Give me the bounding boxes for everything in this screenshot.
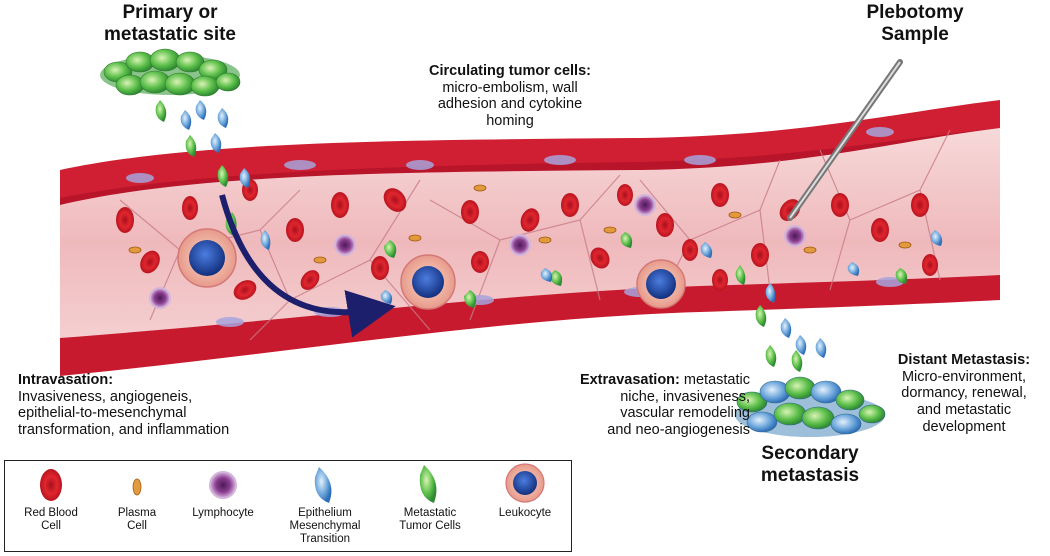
primary-site-label: Primary or metastatic site <box>103 2 236 45</box>
red-blood-cells <box>116 179 938 300</box>
ctc-annotation: Circulating tumor cells: micro-embolism,… <box>429 63 591 130</box>
legend-item-lymphocyte: Lymphocyte <box>181 461 265 553</box>
primary-site-cluster <box>100 48 241 97</box>
intravasation-arrow <box>219 194 396 338</box>
shed-tumor-cells <box>155 100 251 188</box>
intravasation-annotation: Intravasation: Invasiveness, angiogeneis… <box>18 372 230 439</box>
metastatic-tumor-cell-icon <box>419 465 437 503</box>
legend-item-metastatic-tumor-cells: Metastatic Tumor Cells <box>385 461 475 553</box>
extravasating-cells <box>755 305 827 372</box>
legend: Red Blood Cell Plasma Cell Lymphocyte Ep… <box>4 460 572 552</box>
secondary-metastasis-cluster <box>735 376 886 437</box>
phlebotomy-needle <box>787 59 903 221</box>
plebotomy-label: Plebotomy Sample <box>866 2 964 45</box>
legend-item-emt: Epithelium Mesenchymal Transition <box>275 461 375 553</box>
vessel-top-wall <box>60 100 1000 198</box>
leukocytes <box>177 228 686 310</box>
legend-item-red-blood-cell: Red Blood Cell <box>7 461 95 553</box>
vessel-bottom-wall <box>60 275 1000 376</box>
lymphocytes <box>149 194 806 309</box>
distant-metastasis-annotation: Distant Metastasis: Micro-environment, d… <box>897 352 1031 435</box>
plasma-cell-icon <box>132 478 142 496</box>
leukocyte-icon <box>505 463 545 503</box>
extravasation-annotation: Extravasation: metastatic niche, invasiv… <box>579 372 750 439</box>
secondary-metastasis-label: Secondary metastasis <box>760 443 860 486</box>
lymphocyte-icon <box>209 471 237 499</box>
red-blood-cell-icon <box>40 469 62 501</box>
legend-item-leukocyte: Leukocyte <box>481 461 569 553</box>
emt-cell-icon <box>314 467 332 503</box>
legend-item-plasma-cell: Plasma Cell <box>97 461 177 553</box>
